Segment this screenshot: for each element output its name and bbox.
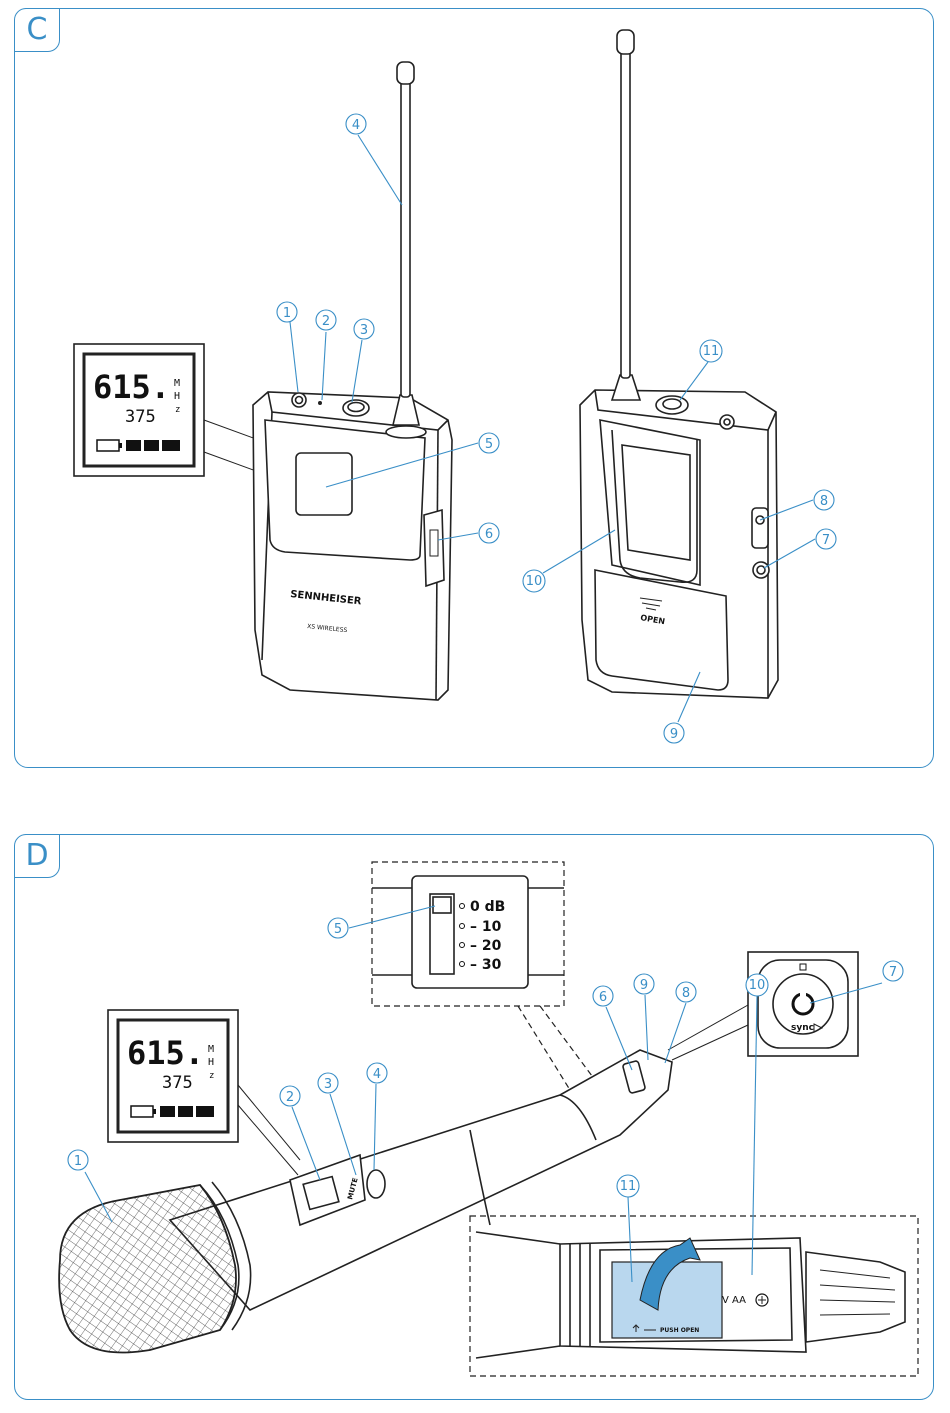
bodypack-front: SENNHEISER XS WIRELESS [252, 61, 453, 701]
callout-d-1: 1 [67, 1149, 89, 1171]
antenna-front [400, 79, 411, 398]
svg-text:2: 2 [286, 1090, 294, 1105]
battery-icon [96, 439, 180, 452]
svg-text:11: 11 [703, 344, 720, 359]
svg-text:4: 4 [373, 1067, 381, 1082]
battery-cover-open-label: OPEN [640, 613, 666, 626]
lcd-zoom-c: 615. M H z 375 [73, 343, 205, 477]
battery-icon-d [130, 1105, 214, 1118]
lcd-frequency-main: 615. [93, 368, 170, 406]
svg-text:4: 4 [352, 118, 360, 133]
svg-text:1: 1 [74, 1154, 82, 1169]
antenna-back [620, 49, 631, 379]
panel-c-label: C [14, 8, 60, 52]
mute-switch [366, 1169, 386, 1199]
sensitivity-option-0: 0 dB [470, 899, 505, 915]
sensitivity-option-3: – 30 [470, 957, 502, 973]
svg-text:1: 1 [283, 306, 291, 321]
sync-button-zoom: sync [747, 951, 859, 1057]
svg-text:11: 11 [620, 1179, 637, 1194]
svg-text:5: 5 [485, 437, 493, 452]
callout-d-2: 2 [279, 1085, 301, 1107]
svg-text:10: 10 [749, 978, 766, 993]
svg-text:3: 3 [360, 323, 368, 338]
svg-text:6: 6 [599, 990, 607, 1005]
svg-text:5: 5 [334, 922, 342, 937]
callout-c-5: 5 [478, 432, 500, 454]
svg-text:10: 10 [526, 574, 543, 589]
svg-text:9: 9 [640, 978, 648, 993]
svg-text:3: 3 [324, 1077, 332, 1092]
open-arrow [639, 1237, 701, 1311]
display-window [295, 452, 353, 516]
sensitivity-option-2: – 20 [470, 938, 502, 954]
lcd-frequency-sub: 375 [125, 407, 156, 427]
callout-d-9: 9 [633, 973, 655, 995]
svg-text:8: 8 [682, 986, 690, 1001]
callout-d-10: 10 [745, 973, 769, 997]
lcd-unit-h-d: H [208, 1057, 214, 1068]
callout-c-8: 8 [813, 489, 835, 511]
callout-c-10: 10 [522, 569, 546, 593]
lcd-frequency-main-d: 615. [127, 1034, 204, 1072]
lcd-zoom-d: 615. M H z 375 [107, 1009, 239, 1143]
callout-d-4: 4 [366, 1062, 388, 1084]
callout-d-3: 3 [317, 1072, 339, 1094]
panel-d-label: D [14, 834, 60, 878]
svg-text:9: 9 [670, 727, 678, 742]
handheld-microphone: MUTE [58, 1049, 673, 1354]
sensitivity-zoom: 0 dB – 10 – 20 – 30 [371, 861, 565, 1007]
svg-text:7: 7 [889, 965, 897, 980]
callout-d-11: 11 [616, 1174, 640, 1198]
panel-c: C [14, 8, 934, 768]
battery-compartment-zoom: V AA PUSH OPEN [469, 1215, 919, 1377]
panel-d: D [14, 834, 934, 1400]
lcd-unit-h: H [174, 391, 180, 402]
callout-d-7: 7 [882, 960, 904, 982]
sync-label: sync [791, 1023, 814, 1033]
callout-c-11: 11 [699, 339, 723, 363]
microphone-grille [58, 1184, 237, 1354]
push-open-label: PUSH OPEN [660, 1327, 699, 1334]
bodypack-back: OPEN [579, 29, 779, 699]
battery-voltage-label: V AA [722, 1295, 746, 1306]
callout-c-4: 4 [345, 113, 367, 135]
callout-d-6: 6 [592, 985, 614, 1007]
callout-c-6: 6 [478, 522, 500, 544]
callouts-d: 1 2 3 4 5 6 7 8 9 10 11 [67, 917, 904, 1198]
svg-text:2: 2 [322, 314, 330, 329]
battery-plus-icon [755, 1293, 769, 1307]
callout-d-5: 5 [327, 917, 349, 939]
svg-text:8: 8 [820, 494, 828, 509]
sensitivity-option-list: 0 dB – 10 – 20 – 30 [459, 899, 505, 973]
belt-clip [599, 419, 701, 587]
svg-text:7: 7 [822, 533, 830, 548]
led-indicator [318, 401, 322, 405]
lcd-unit-m: M [174, 378, 180, 389]
battery-cover [594, 569, 729, 691]
lcd-unit-z: z [175, 405, 180, 415]
sensitivity-option-1: – 10 [470, 919, 502, 935]
callout-leaders-c [289, 134, 816, 723]
svg-text:6: 6 [485, 527, 493, 542]
callout-c-1: 1 [276, 301, 298, 323]
side-button-back [751, 507, 769, 549]
callout-c-3: 3 [353, 318, 375, 340]
callout-leaders-d [84, 905, 883, 1283]
model-label: XS WIRELESS [307, 623, 348, 634]
lcd-frequency-sub-d: 375 [162, 1073, 193, 1093]
handheld-on-off-button [622, 1060, 646, 1094]
battery-cover-open [611, 1261, 723, 1339]
lcd-unit-m-d: M [208, 1044, 214, 1055]
callout-c-7: 7 [815, 528, 837, 550]
callouts-c: 1 2 3 4 5 6 7 8 9 10 11 [276, 113, 837, 744]
callout-d-8: 8 [675, 981, 697, 1003]
callout-c-9: 9 [663, 722, 685, 744]
lcd-unit-z-d: z [209, 1071, 214, 1081]
callout-c-2: 2 [315, 309, 337, 331]
